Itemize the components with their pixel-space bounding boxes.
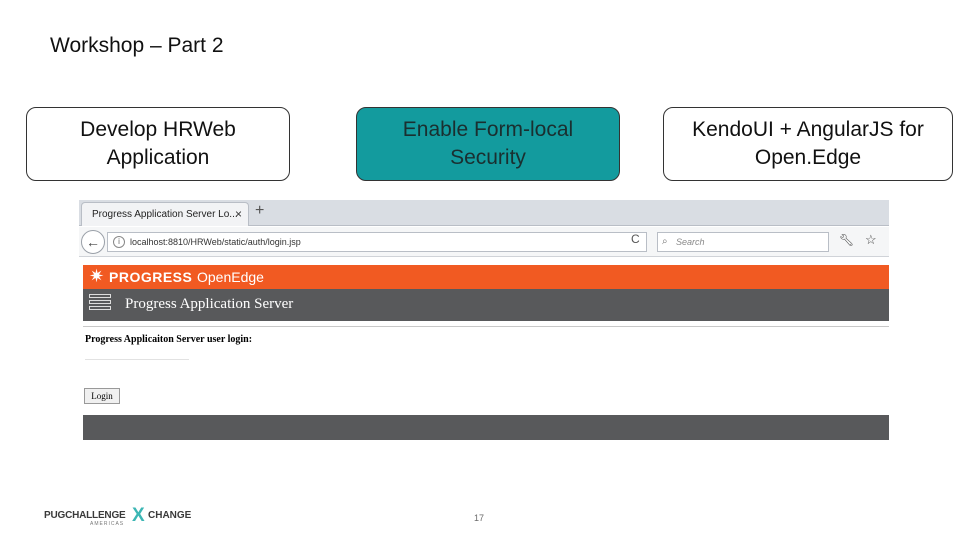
search-input[interactable]: ⌕ Search: [657, 232, 829, 252]
page-number: 17: [474, 513, 485, 523]
logo-x: X: [132, 505, 145, 526]
browser-navbar: ← i localhost:8810/HRWeb/static/auth/log…: [79, 227, 889, 257]
login-heading: Progress Applicaiton Server user login:: [85, 334, 253, 345]
page-footer-bar: [83, 415, 889, 440]
logo-subtitle: AMERICAS: [90, 521, 125, 527]
info-icon[interactable]: i: [113, 236, 125, 248]
brand-openedge: OpenEdge: [197, 269, 264, 285]
server-header: Progress Application Server: [83, 289, 889, 321]
step-label: Develop HRWeb Application: [80, 118, 236, 169]
page-content: ✷ PROGRESS OpenEdge Progress Application…: [83, 265, 889, 440]
step-enable-form-local-security: Enable Form-local Security: [356, 107, 620, 181]
logo-text-right: CHANGE: [148, 510, 192, 521]
step-label: Enable Form-local Security: [402, 118, 574, 169]
address-bar[interactable]: i localhost:8810/HRWeb/static/auth/login…: [107, 232, 647, 252]
server-name: Progress Application Server: [125, 296, 294, 312]
url-text: localhost:8810/HRWeb/static/auth/login.j…: [130, 237, 301, 247]
search-icon: ⌕: [662, 236, 668, 247]
wrench-icon[interactable]: 🔧︎: [839, 233, 855, 247]
divider: [85, 359, 189, 360]
step-label: KendoUI + AngularJS for Open.Edge: [692, 118, 924, 169]
tab-title: Progress Application Server Lo...: [92, 209, 238, 220]
browser-tabstrip: Progress Application Server Lo... × +: [79, 200, 889, 226]
logo-text-left: PUGCHALLENGE: [44, 510, 126, 521]
brand-header: ✷ PROGRESS OpenEdge: [83, 265, 889, 289]
back-arrow-icon[interactable]: ←: [81, 230, 105, 254]
reload-icon[interactable]: C: [631, 232, 640, 246]
step-develop-hrweb: Develop HRWeb Application: [26, 107, 290, 181]
new-tab-button[interactable]: +: [255, 202, 265, 219]
star-icon[interactable]: ☆: [865, 232, 877, 247]
search-placeholder: Search: [676, 237, 705, 247]
pugchallenge-logo: PUGCHALLENGE X CHANGE AMERICAS: [44, 505, 194, 528]
divider: [83, 326, 889, 327]
progress-logo-icon: ✷: [89, 266, 105, 286]
step-kendoui-angularjs: KendoUI + AngularJS for Open.Edge: [663, 107, 953, 181]
close-icon[interactable]: ×: [234, 207, 242, 221]
brand-progress: PROGRESS: [109, 269, 193, 285]
browser-screenshot: Progress Application Server Lo... × + ← …: [79, 200, 889, 440]
slide-title: Workshop – Part 2: [50, 34, 224, 57]
server-icon: [89, 294, 113, 316]
login-button[interactable]: Login: [84, 388, 120, 404]
browser-tab[interactable]: Progress Application Server Lo... ×: [81, 202, 249, 226]
